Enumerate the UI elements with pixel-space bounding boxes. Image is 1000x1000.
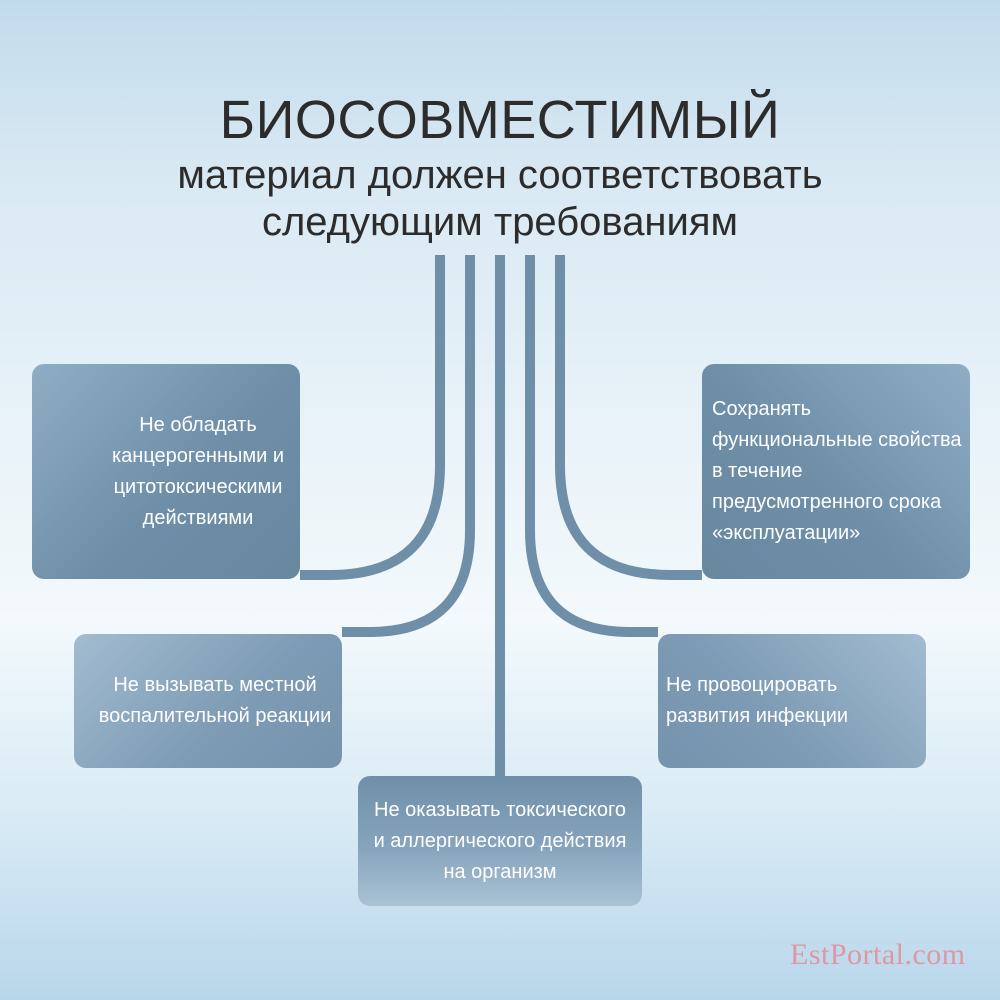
requirement-text: Не вызывать местной воспалительной реакц… [94, 670, 336, 732]
title-line-1: материал должен соответствовать [177, 153, 823, 197]
requirement-line: «эксплуатации» [712, 522, 861, 544]
requirement-line: и аллергического действия [373, 829, 627, 852]
requirement-text: Сохранять функциональные свойства в тече… [712, 394, 962, 549]
requirement-text: Не обладать канцерогенными и цитотоксиче… [104, 410, 292, 534]
requirement-line: Не обладать [139, 413, 257, 436]
requirement-line: воспалительной реакции [98, 705, 332, 727]
connector-left-top [300, 255, 445, 580]
requirement-line: цитотоксическими [113, 475, 283, 498]
connector-left-mid [342, 255, 475, 637]
requirement-line: Не оказывать токсического [374, 798, 626, 821]
watermark: EstPortal.com [790, 938, 966, 971]
requirement-line: функциональные свойства [712, 429, 962, 451]
requirement-line: в течение [712, 460, 803, 482]
requirement-line: Сохранять [712, 398, 812, 420]
requirement-box-no-toxic-allergic: Не оказывать токсического и аллергическо… [358, 776, 642, 906]
requirement-line: развития инфекции [666, 705, 849, 727]
requirement-line: Не провоцировать [666, 674, 838, 696]
requirement-box-no-infection: Не провоцировать развития инфекции [658, 634, 926, 768]
requirement-box-non-carcinogenic: Не обладать канцерогенными и цитотоксиче… [32, 364, 300, 579]
requirement-text: Не оказывать токсического и аллергическо… [364, 795, 636, 888]
requirement-line: на организм [443, 860, 557, 883]
requirement-box-no-inflammation: Не вызывать местной воспалительной реакц… [74, 634, 342, 768]
title-line-2: следующим требованиям [261, 200, 739, 244]
requirement-line: предусмотренного срока [712, 491, 942, 513]
requirement-box-functional-properties: Сохранять функциональные свойства в тече… [702, 364, 970, 579]
diagram-title: БИОСОВМЕСТИМЫЙ материал должен соответст… [0, 88, 1000, 246]
requirement-line: канцерогенными и [111, 444, 285, 467]
connector-right-mid [525, 255, 658, 637]
connector-right-top [555, 255, 702, 580]
requirement-text: Не провоцировать развития инфекции [666, 670, 920, 732]
requirement-line: действиями [142, 506, 254, 529]
title-main: БИОСОВМЕСТИМЫЙ [219, 90, 781, 150]
requirement-line: Не вызывать местной [113, 674, 317, 696]
